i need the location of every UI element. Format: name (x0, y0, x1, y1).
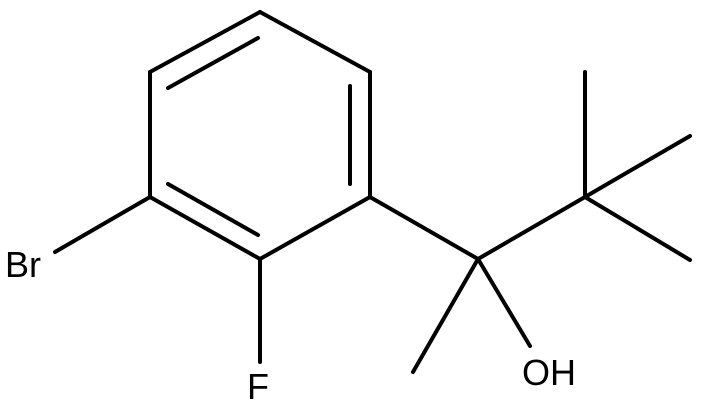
ring-bond-top-right (258, 10, 372, 74)
benzene-ring (148, 10, 372, 261)
fluorine-label: F (247, 366, 269, 407)
ring-bond-top (148, 10, 262, 74)
ring-bond-top-inner (166, 36, 260, 90)
ring-bond-bottom-left (148, 195, 262, 261)
bromine-label: Br (5, 244, 41, 285)
bond-c-br (53, 195, 152, 254)
hydroxyl-label: OH (522, 352, 576, 393)
bond-carbinol-methyl (411, 257, 480, 374)
ring-bond-bottom-left-inner (166, 182, 260, 237)
bond-tbutyl-methyl-down (583, 195, 692, 262)
ring-bond-bottom-right (258, 195, 372, 261)
bond-carbinol-tbutyl (476, 195, 587, 261)
bond-tbutyl-methyl-right (583, 134, 692, 199)
bond-ring-carbinol (368, 195, 480, 261)
bond-carbinol-oh (476, 257, 532, 348)
